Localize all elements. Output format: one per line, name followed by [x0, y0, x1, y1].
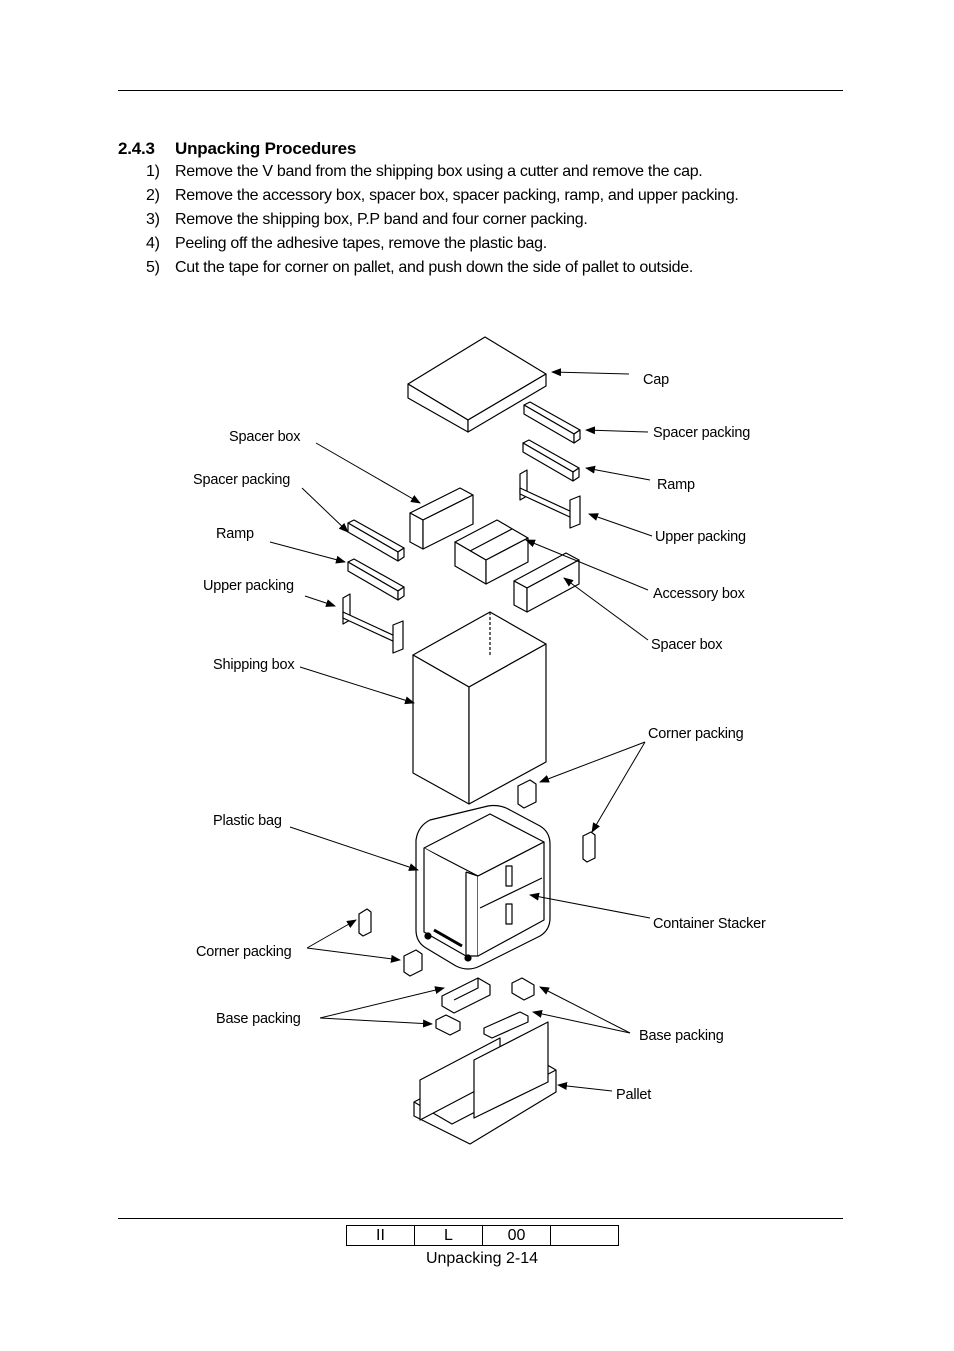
ramp-left-part [347, 558, 405, 601]
header-rule [118, 90, 843, 91]
label-container-stacker: Container Stacker [653, 916, 766, 932]
label-spacer-box-left: Spacer box [229, 429, 301, 445]
list-item: 4)Peeling off the adhesive tapes, remove… [146, 235, 547, 252]
base-packing-part [441, 977, 491, 1014]
label-shipping-box: Shipping box [213, 657, 295, 673]
unpacking-diagram: Cap Spacer packing Ramp Upper packing Ac… [193, 336, 766, 1145]
revision-table: II L 00 [346, 1225, 619, 1246]
corner-packing-part [582, 831, 596, 863]
label-corner-packing-right: Corner packing [648, 726, 744, 742]
base-packing-part [483, 1011, 529, 1039]
corner-packing-part [517, 779, 537, 809]
accessory-box-part [454, 519, 529, 585]
list-item: 3)Remove the shipping box, P.P band and … [146, 211, 588, 228]
label-plastic-bag: Plastic bag [213, 813, 282, 829]
label-ramp-left: Ramp [216, 526, 254, 542]
upper-packing-right-part [519, 469, 581, 529]
list-item: 5)Cut the tape for corner on pallet, and… [146, 259, 693, 276]
list-item: 2)Remove the accessory box, spacer box, … [146, 187, 739, 204]
revision-cell [550, 1225, 619, 1246]
label-corner-packing-left: Corner packing [196, 944, 292, 960]
label-cap: Cap [643, 372, 669, 388]
revision-cell: II [346, 1225, 415, 1246]
section-title: Unpacking Procedures [175, 139, 357, 158]
shipping-box-part [412, 611, 547, 805]
spacer-box-right-part [513, 552, 580, 613]
base-packing-part [511, 977, 535, 1001]
list-item: 1)Remove the V band from the shipping bo… [146, 163, 703, 180]
spacer-packing-right-part [523, 401, 581, 444]
upper-packing-left-part [342, 593, 404, 654]
pallet-part [413, 1021, 557, 1145]
section-number: 2.4.3 [118, 139, 155, 158]
revision-cell: L [414, 1225, 483, 1246]
label-pallet: Pallet [616, 1087, 651, 1103]
label-base-packing-right: Base packing [639, 1028, 724, 1044]
section-heading: 2.4.3 Unpacking Procedures [118, 139, 356, 159]
base-packing-part [435, 1014, 461, 1036]
steps-list: 1)Remove the V band from the shipping bo… [146, 162, 739, 282]
label-upper-packing-left: Upper packing [203, 578, 294, 594]
label-accessory-box: Accessory box [653, 586, 746, 602]
label-spacer-packing-right: Spacer packing [653, 425, 750, 441]
spacer-packing-left-part [347, 519, 405, 562]
footer-rule [118, 1218, 843, 1219]
label-ramp-right: Ramp [657, 477, 695, 493]
container-stacker-part [415, 804, 551, 970]
label-upper-packing-right: Upper packing [655, 529, 746, 545]
spacer-box-left-part [409, 487, 474, 550]
corner-packing-part [403, 949, 423, 977]
label-base-packing-left: Base packing [216, 1011, 301, 1027]
label-spacer-box-right: Spacer box [651, 637, 723, 653]
page-label: Unpacking 2-14 [425, 1250, 539, 1267]
revision-cell: 00 [482, 1225, 551, 1246]
label-spacer-packing-left: Spacer packing [193, 472, 290, 488]
corner-packing-part [358, 908, 372, 937]
cap-part [407, 336, 547, 433]
ramp-right-part [522, 439, 580, 482]
